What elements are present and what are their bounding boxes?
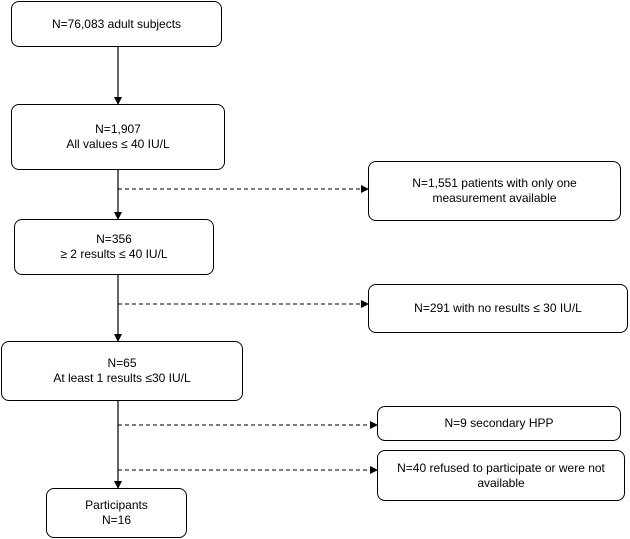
exclusion-1-text: N=1,551 patients with only one measureme… (412, 176, 577, 205)
step-box-total-subjects: N=76,083 adult subjects (11, 1, 222, 47)
step-box-participants: Participants N=16 (46, 488, 187, 538)
exclusion-box-one-measurement: N=1,551 patients with only one measureme… (368, 161, 621, 221)
exclusion-2-text: N=291 with no results ≤ 30 IU/L (414, 301, 582, 315)
exclusion-box-no-results: N=291 with no results ≤ 30 IU/L (368, 284, 628, 333)
step-4-count: N=65 (107, 356, 137, 370)
step-box-two-results: N=356 ≥ 2 results ≤ 40 IU/L (14, 219, 214, 275)
step-4-criterion: At least 1 results ≤30 IU/L (53, 371, 191, 385)
step-box-at-least-one: N=65 At least 1 results ≤30 IU/L (1, 341, 243, 401)
exclusion-box-refused: N=40 refused to participate or were not … (377, 450, 625, 501)
step-3-count: N=356 (96, 232, 132, 246)
exclusion-3-text: N=9 secondary HPP (444, 416, 554, 430)
exclusion-box-secondary-hpp: N=9 secondary HPP (377, 406, 621, 441)
exclusion-4-text: N=40 refused to participate or were not … (397, 460, 605, 490)
step-5-count: N=16 (101, 513, 132, 527)
step-box-all-values: N=1,907 All values ≤ 40 IU/L (11, 104, 225, 170)
step-3-criterion: ≥ 2 results ≤ 40 IU/L (60, 247, 168, 261)
step-2-count: N=1,907 (95, 122, 141, 136)
step-1-text: N=76,083 adult subjects (51, 16, 182, 31)
step-5-label: Participants (85, 498, 148, 512)
step-2-criterion: All values ≤ 40 IU/L (66, 137, 170, 151)
